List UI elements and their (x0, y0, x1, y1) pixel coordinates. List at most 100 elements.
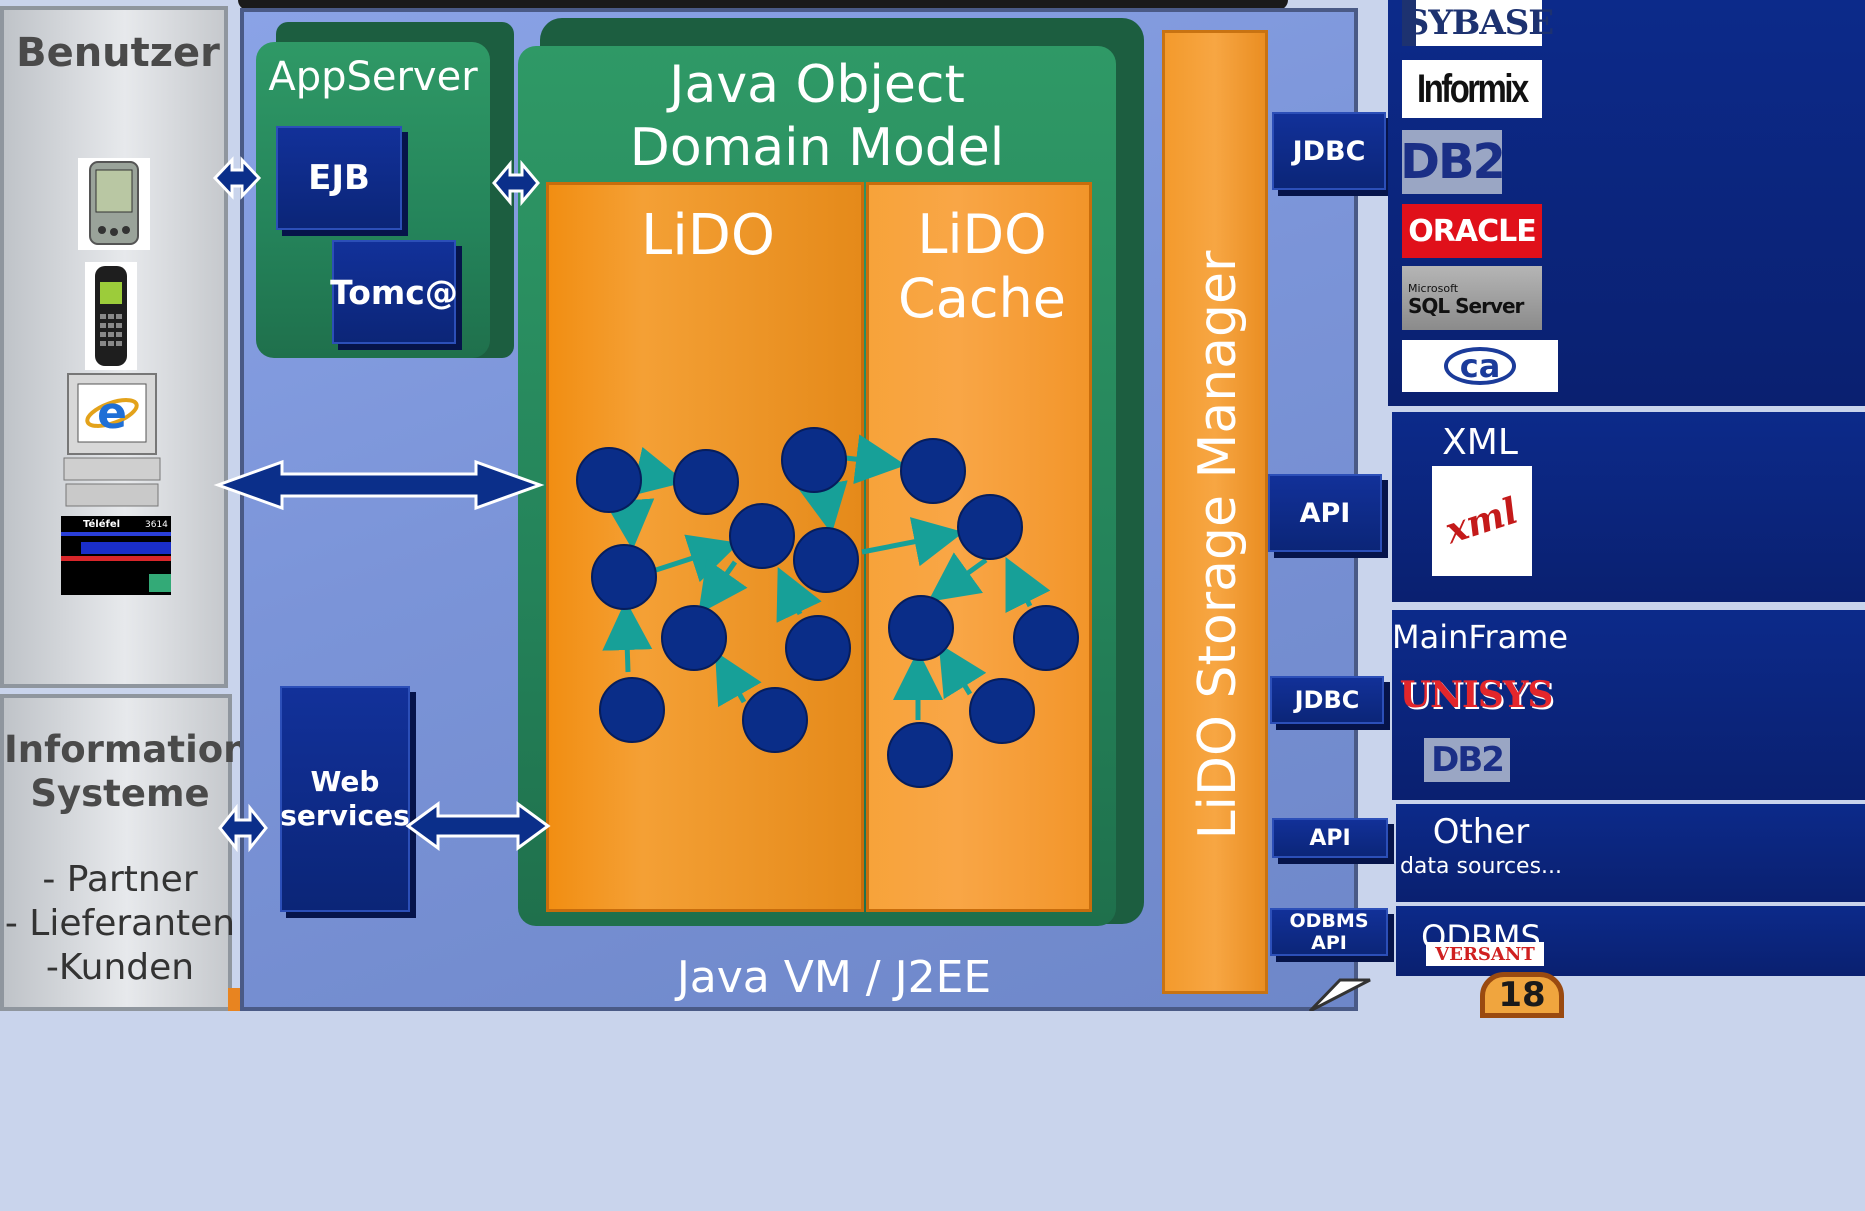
mainframe-db2-logo: DB2 (1424, 738, 1510, 782)
graph-edge (655, 534, 740, 583)
graph-edge (1005, 557, 1051, 613)
unisys-logo: UNISYS (1400, 668, 1554, 722)
web-services-line2: services (280, 799, 410, 832)
graph-node (1013, 605, 1079, 671)
tomcat-component: Tomc@ (330, 240, 458, 344)
graph-node (888, 595, 954, 661)
graph-node (785, 615, 851, 681)
java-vm-label: Java VM / J2EE (676, 952, 992, 1003)
graph-node (793, 527, 859, 593)
double-arrow-icon (213, 459, 545, 511)
double-arrow-icon (218, 803, 268, 853)
domain-model-title: Java Object Domain Model (518, 54, 1116, 180)
mobile-phone-icon (85, 262, 137, 370)
graph-edge (698, 558, 748, 615)
api-connector: API (1272, 818, 1388, 858)
graph-node (661, 605, 727, 671)
page-number-badge: 18 (1480, 972, 1564, 1018)
graph-edge (715, 651, 762, 708)
xml-logo-text: xml (1440, 489, 1524, 553)
ca-logo: ca (1402, 340, 1558, 392)
web-services-line1: Web (310, 765, 380, 798)
graph-edge (631, 446, 686, 496)
ca-logo-text: ca (1443, 347, 1517, 385)
minitel-code: 3614 (145, 520, 168, 530)
informix-logo: Informix (1402, 60, 1542, 118)
api-connector: API (1268, 474, 1382, 552)
decorative-strip (228, 988, 242, 1011)
jdbc-connector: JDBC (1270, 676, 1384, 724)
lido-title: LiDO (641, 203, 775, 268)
svg-text:e: e (97, 388, 127, 439)
double-arrow-icon (405, 801, 551, 851)
graph-node (969, 678, 1035, 744)
sqlserver-logo-small: Microsoft (1408, 282, 1459, 295)
other-subtitle: data sources... (1399, 854, 1563, 879)
sqlserver-logo-text: SQL Server (1408, 294, 1524, 318)
graph-edge (927, 552, 988, 602)
info-systems-title-line1: Informations (4, 728, 272, 771)
computer-ie-icon: e (62, 372, 162, 508)
graph-node (599, 677, 665, 743)
graph-node (742, 687, 808, 753)
other-title: Other (1432, 812, 1530, 852)
ejb-component: EJB (276, 126, 402, 230)
double-arrow-icon (212, 156, 262, 200)
storage-manager-bar: LiDO Storage Manager (1162, 30, 1268, 994)
storage-manager-label: LiDO Storage Manager (1188, 250, 1248, 840)
graph-node (729, 503, 795, 569)
info-systems-title: Informations Systeme (4, 728, 272, 816)
users-title: Benutzer (16, 30, 220, 76)
mainframe-title: MainFrame (1392, 618, 1569, 656)
lido-cache-title-line2: Cache (898, 267, 1066, 330)
graph-edge (845, 434, 906, 485)
xml-title: XML (1442, 422, 1518, 463)
versant-logo: VERSANT (1426, 942, 1544, 966)
minitel-brand: Téléfel (83, 519, 121, 530)
graph-edge (798, 480, 848, 534)
domain-model-title-line1: Java Object (669, 55, 965, 115)
sybase-logo-text: SYBASE (1404, 3, 1554, 43)
db2-logo-text: DB2 (1400, 134, 1506, 190)
mainframe-db2-text: DB2 (1431, 740, 1505, 780)
sybase-logo: SYBASE (1402, 0, 1554, 46)
appserver-title: AppServer (268, 54, 478, 100)
graph-node (591, 544, 657, 610)
versant-logo-text: VERSANT (1435, 943, 1535, 965)
lido-cache-title-line1: LiDO (917, 203, 1047, 266)
xml-logo: xml (1432, 466, 1532, 576)
sqlserver-logo: Microsoft SQL Server (1402, 266, 1542, 330)
info-systems-item: -Kunden (45, 947, 195, 988)
graph-edge (602, 600, 653, 673)
info-systems-title-line2: Systeme (30, 772, 210, 815)
oracle-logo-text: ORACLE (1408, 213, 1536, 249)
graph-edge (776, 566, 822, 623)
double-arrow-icon (492, 159, 540, 207)
info-systems-list: - Partner - Lieferanten -Kunden (4, 858, 236, 990)
domain-model-title-line2: Domain Model (629, 118, 1005, 178)
web-services-component: Web services (280, 686, 410, 912)
graph-node (673, 449, 739, 515)
graph-node (887, 722, 953, 788)
unisys-logo-text: UNISYS (1399, 674, 1554, 716)
info-systems-item: - Partner (42, 859, 198, 900)
odbms-api-connector: ODBMS API (1270, 908, 1388, 956)
top-frame-line (238, 0, 1288, 10)
oracle-logo: ORACLE (1402, 204, 1542, 258)
page-number: 18 (1498, 975, 1546, 1015)
pda-device-icon (78, 158, 150, 250)
graph-node (957, 494, 1023, 560)
other-sources-panel: Other data sources... (1396, 804, 1865, 902)
page-corner-fold (1308, 978, 1371, 1011)
jdbc-connector: JDBC (1272, 112, 1386, 190)
graph-edge (861, 517, 964, 567)
info-systems-item: - Lieferanten (4, 903, 236, 944)
graph-node (576, 447, 642, 513)
graph-edge (604, 498, 655, 550)
minitel-screen-icon: Téléfel 3614 (61, 516, 171, 595)
db2-logo: DB2 (1400, 130, 1506, 194)
info-systems-panel: Informations Systeme - Partner - Liefera… (0, 694, 272, 1011)
graph-node (900, 438, 966, 504)
